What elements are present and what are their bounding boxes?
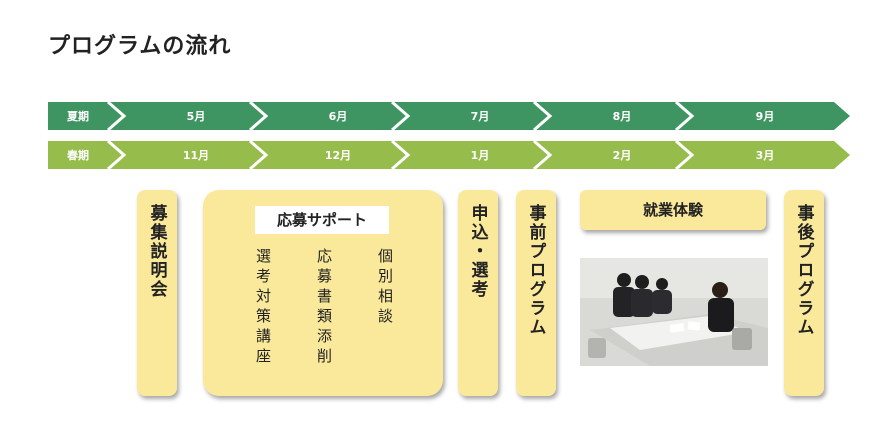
- job-experience-title: 就業体験: [580, 190, 766, 230]
- separator: [249, 139, 269, 171]
- separator: [391, 139, 411, 171]
- summer-month-5: 9月: [756, 110, 775, 123]
- pre-program-box: 事前プログラム: [516, 190, 556, 396]
- spring-label-chevron: [48, 141, 124, 169]
- separator: [533, 100, 553, 132]
- spring-row: 春期 11月 12月 1月 2月 3月: [48, 139, 850, 171]
- spring-month-5: 3月: [756, 149, 775, 162]
- separator: [107, 100, 127, 132]
- support-title: 応募サポート: [255, 206, 389, 234]
- spring-month-4: 2月: [613, 149, 632, 162]
- spring-label: 春期: [67, 148, 89, 162]
- separator: [249, 100, 269, 132]
- summer-row: 夏期 5月 6月 7月 8月 9月: [48, 100, 850, 132]
- page-title: プログラムの流れ: [48, 34, 232, 59]
- summer-chevron-4: [534, 102, 692, 130]
- summer-month-1: 5月: [187, 110, 206, 123]
- spring-chevron-5: [676, 141, 850, 169]
- summer-chevron-1: [108, 102, 266, 130]
- support-item-exam-prep: 選考対策講座: [254, 248, 272, 368]
- post-program-label: 事後プログラム: [793, 204, 814, 337]
- separator: [107, 139, 127, 171]
- summer-label-chevron: [48, 102, 124, 130]
- post-program-box: 事後プログラム: [784, 190, 824, 396]
- summer-chevron-2: [250, 102, 408, 130]
- summer-month-3: 7月: [471, 110, 490, 123]
- spring-month-2: 12月: [325, 149, 351, 162]
- summer-chevron-3: [392, 102, 550, 130]
- support-item-document-review: 応募書類添削: [315, 248, 333, 368]
- apply-label: 申込・選考: [467, 204, 488, 299]
- summer-chevron-5: [676, 102, 850, 130]
- summer-month-2: 6月: [329, 110, 348, 123]
- separator: [675, 100, 695, 132]
- spring-chevron-2: [250, 141, 408, 169]
- summer-month-4: 8月: [613, 110, 632, 123]
- spring-chevron-3: [392, 141, 550, 169]
- separator: [675, 139, 695, 171]
- spring-chevron-1: [108, 141, 266, 169]
- separator: [533, 139, 553, 171]
- summer-label: 夏期: [67, 109, 89, 123]
- apply-box: 申込・選考: [458, 190, 498, 396]
- briefing-label: 募集説明会: [146, 204, 167, 299]
- spring-month-3: 1月: [471, 149, 490, 162]
- briefing-box: 募集説明会: [137, 190, 177, 396]
- spring-chevron-4: [534, 141, 692, 169]
- separator: [391, 100, 411, 132]
- pre-program-label: 事前プログラム: [525, 204, 546, 337]
- support-item-consultation: 個別相談: [376, 248, 394, 328]
- job-experience-photo: [580, 258, 768, 366]
- spring-month-1: 11月: [183, 149, 209, 162]
- support-box: 応募サポート 選考対策講座 応募書類添削 個別相談: [203, 190, 443, 396]
